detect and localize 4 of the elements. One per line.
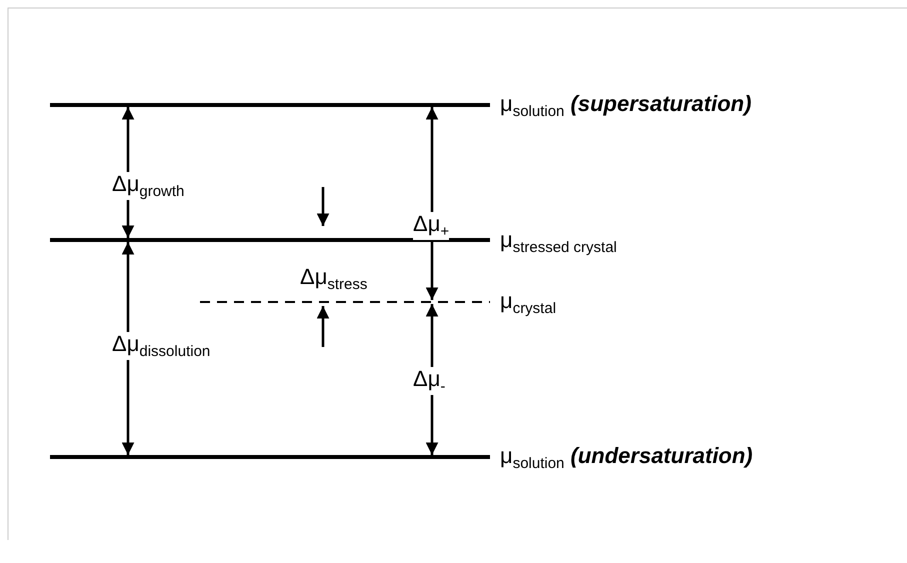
dimension-label: Δμ$_{-}$ <box>413 367 446 395</box>
dimension-label: Δμ$_{+}$ <box>413 212 450 240</box>
dimension-label: Δμ$_{growth}$ <box>112 172 184 200</box>
dimension-label: Δμ$_{dissolution}$ <box>112 332 210 360</box>
